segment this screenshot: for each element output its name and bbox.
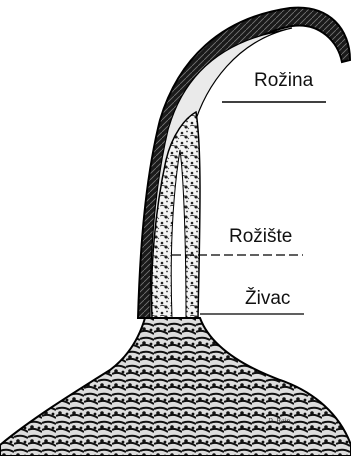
label-nerve: Živac — [245, 288, 290, 310]
artist-signature: D. Bain — [268, 418, 290, 425]
label-horn: Rožina — [254, 70, 313, 92]
skull-base — [0, 318, 351, 456]
label-horn-core: Rožište — [229, 226, 292, 248]
